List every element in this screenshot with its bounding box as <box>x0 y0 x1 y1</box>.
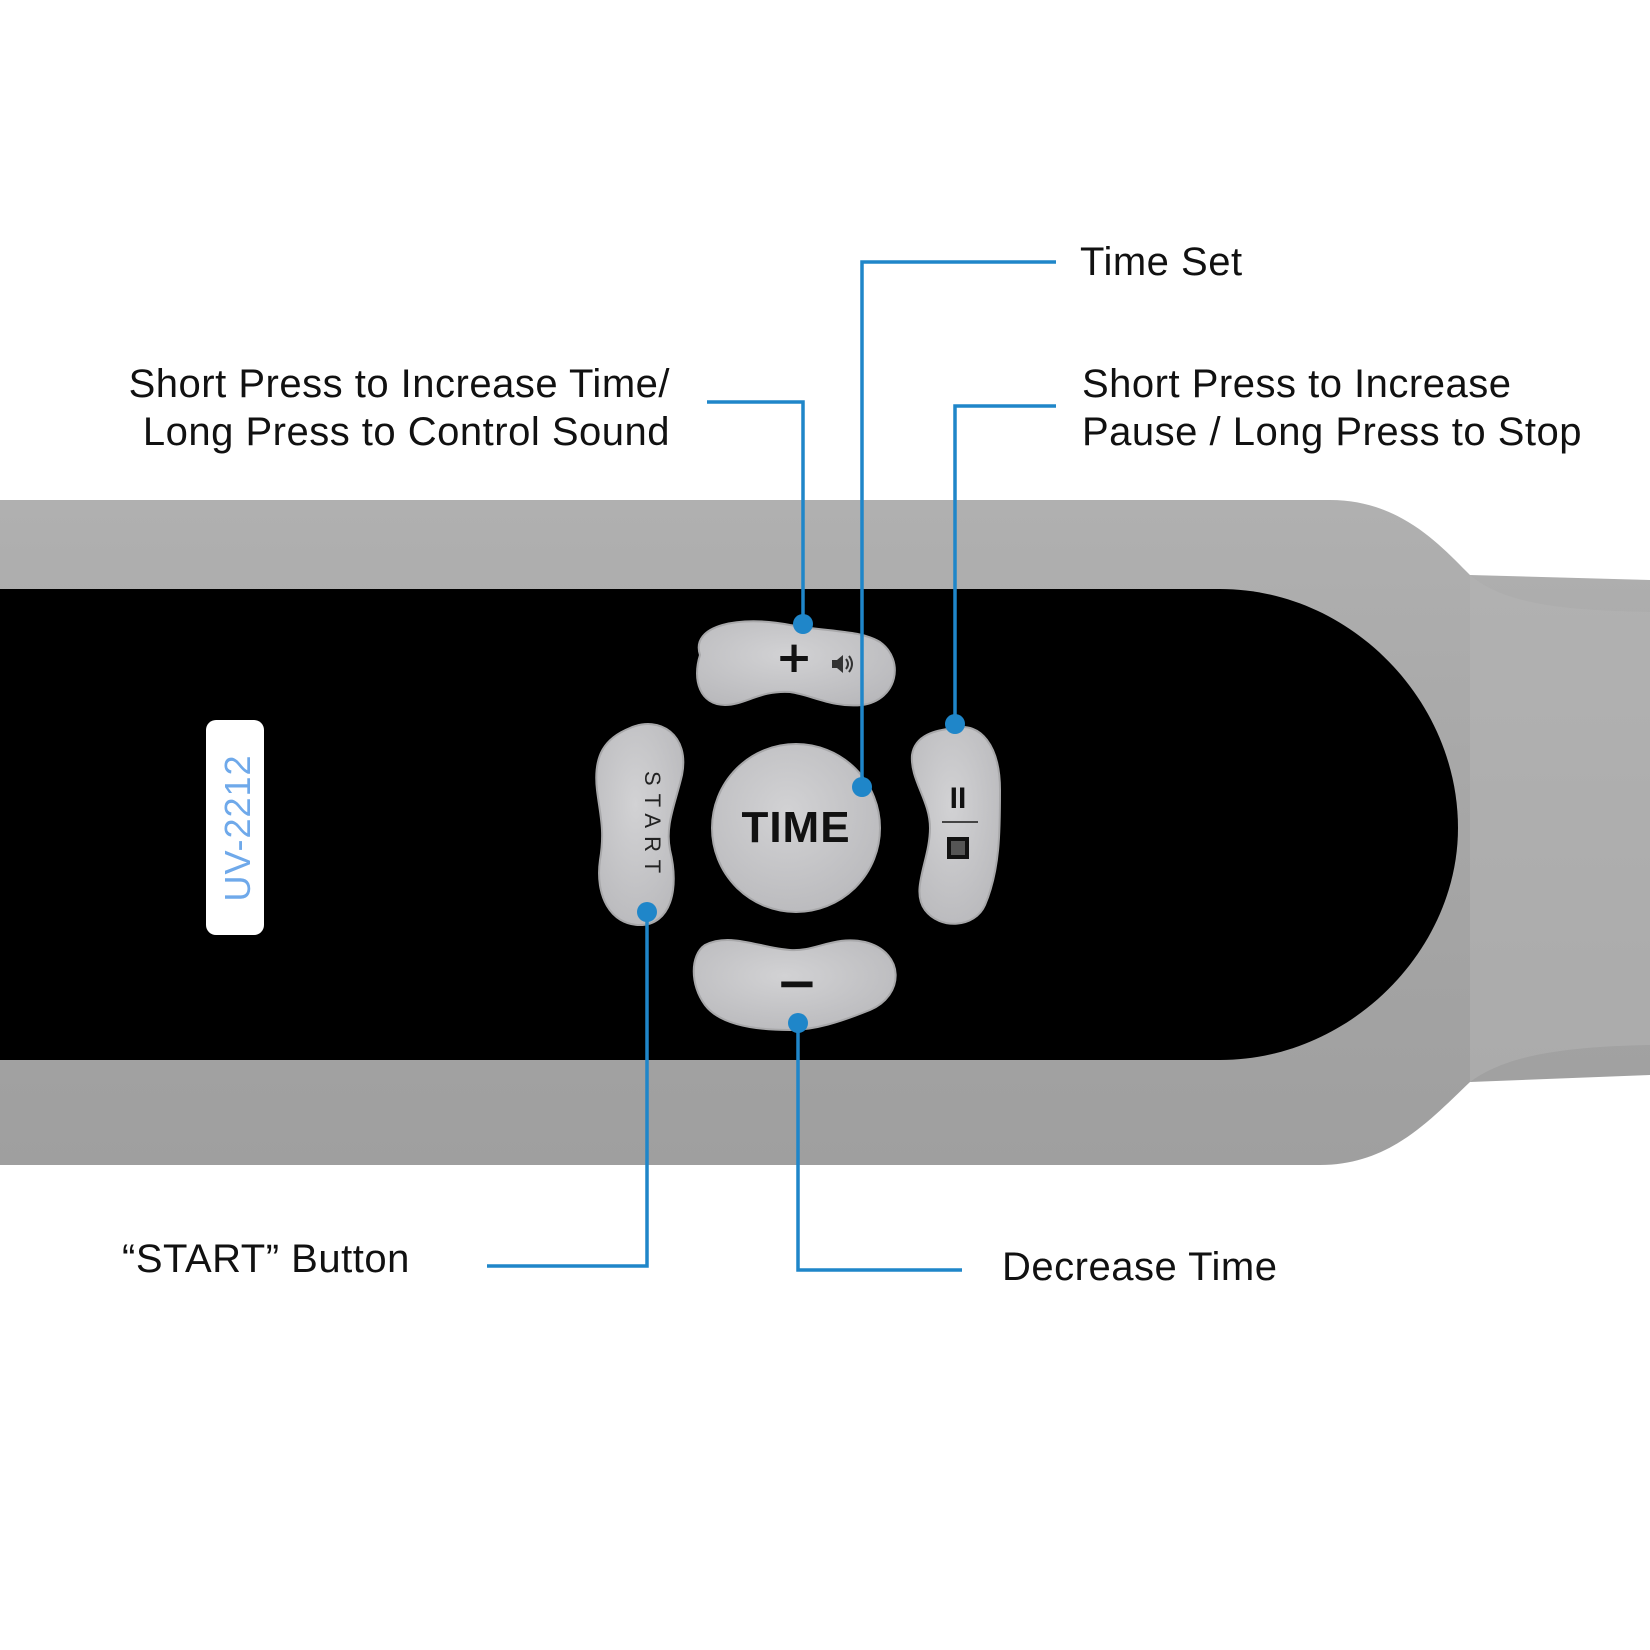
callout-increase-time-line2: Long Press to Control Sound <box>142 410 670 454</box>
time-label: TIME <box>741 803 850 852</box>
model-label: UV-2212 <box>217 754 258 901</box>
minus-button[interactable] <box>692 938 897 1032</box>
callout-pause-stop: Short Press to Increase Pause / Long Pre… <box>1082 360 1642 456</box>
callout-start-button: “START” Button <box>122 1237 410 1281</box>
pause-stop-button[interactable] <box>910 726 1002 925</box>
minus-icon: − <box>776 954 818 1012</box>
dot-time-set <box>852 777 872 797</box>
dot-plus <box>793 614 813 634</box>
leader-line-pause-stop <box>953 404 1056 724</box>
leader-lines <box>487 260 1056 1272</box>
dot-pause-stop <box>945 714 965 734</box>
leader-dots <box>637 614 965 1033</box>
pause-icon: II <box>950 782 967 815</box>
time-button[interactable] <box>711 743 881 913</box>
plus-button[interactable] <box>696 620 896 707</box>
stop-square-icon <box>947 837 969 859</box>
callout-increase-time: Short Press to Increase Time/ Long Press… <box>60 360 670 456</box>
start-button[interactable] <box>595 723 685 927</box>
callout-decrease-time: Decrease Time <box>1002 1245 1278 1289</box>
leader-line-time-set <box>860 260 1056 787</box>
model-badge <box>206 720 264 935</box>
leader-line-plus <box>707 400 805 624</box>
dot-minus <box>788 1013 808 1033</box>
callout-pause-stop-line1: Short Press to Increase <box>1082 362 1512 406</box>
start-label: START <box>640 771 665 881</box>
leader-line-minus <box>796 1023 962 1272</box>
callout-time-set: Time Set <box>1080 240 1243 284</box>
callout-pause-stop-line2: Pause / Long Press to Stop <box>1082 410 1582 454</box>
dot-start <box>637 902 657 922</box>
callout-increase-time-line1: Short Press to Increase Time/ <box>128 362 670 406</box>
leader-line-start <box>487 912 649 1268</box>
housing-neck-shading <box>1470 575 1650 1082</box>
speaker-icon <box>832 655 853 673</box>
plus-icon: + <box>776 632 813 683</box>
